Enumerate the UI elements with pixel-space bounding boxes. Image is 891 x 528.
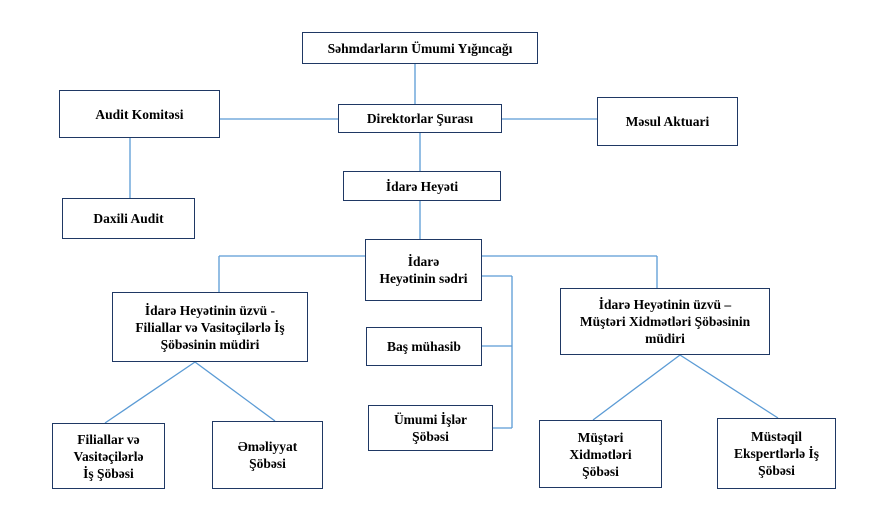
chief-accountant-label: Baş mühasib (387, 339, 461, 354)
line-member-branches-to-operations (194, 361, 276, 422)
general-affairs-box: Ümumi İşlər Şöbəsi (368, 405, 493, 451)
independent-experts-department-box: Müstəqil Ekspertlərlə İş Şöbəsi (717, 418, 836, 489)
line-member-branches-to-branches-dept (104, 361, 196, 424)
independent-experts-department-label: Müstəqil Ekspertlərlə İş Şöbəsi (733, 429, 820, 478)
board-chairman-box: İdarə Heyətinin sədri (365, 239, 482, 301)
board-of-directors-box: Direktorlar Şurası (338, 104, 502, 133)
line-member-customer-to-experts (679, 354, 779, 419)
internal-audit-label: Daxili Audit (93, 211, 164, 226)
member-customer-box: İdarə Heyətinin üzvü – Müştəri Xidmətlər… (560, 288, 770, 355)
responsible-actuary-box: Məsul Aktuari (597, 97, 738, 146)
customer-services-department-label: Müştəri Xidmətləri Şöbəsi (569, 429, 632, 479)
customer-services-department-box: Müştəri Xidmətləri Şöbəsi (539, 420, 662, 488)
board-chairman-label: İdarə Heyətinin sədri (379, 254, 468, 286)
line-member-customer-to-customer-services (592, 354, 681, 421)
shareholders-box: Səhmdarların Ümumi Yığıncağı (302, 32, 538, 64)
audit-committee-box: Audit Komitəsi (59, 90, 220, 138)
operations-department-label: Əməliyyat Şöbəsi (237, 439, 298, 471)
branches-department-box: Filiallar və Vasitəçilərlə İş Şöbəsi (52, 423, 165, 489)
audit-committee-label: Audit Komitəsi (95, 106, 184, 122)
management-board-box: İdarə Heyəti (343, 171, 501, 201)
responsible-actuary-label: Məsul Aktuari (625, 114, 710, 129)
board-of-directors-label: Direktorlar Şurası (366, 111, 474, 126)
member-branches-label: İdarə Heyətinin üzvü - Filiallar və Vasi… (135, 302, 285, 352)
internal-audit-box: Daxili Audit (62, 198, 195, 239)
chief-accountant-box: Baş mühasib (366, 327, 482, 366)
member-branches-box: İdarə Heyətinin üzvü - Filiallar və Vasi… (112, 292, 308, 362)
member-customer-label: İdarə Heyətinin üzvü – Müştəri Xidmətlər… (579, 297, 751, 346)
general-affairs-label: Ümumi İşlər Şöbəsi (393, 412, 468, 444)
branches-department-label: Filiallar və Vasitəçilərlə İş Şöbəsi (73, 431, 144, 481)
operations-department-box: Əməliyyat Şöbəsi (212, 421, 323, 489)
management-board-label: İdarə Heyəti (385, 178, 459, 194)
shareholders-label: Səhmdarların Ümumi Yığıncağı (327, 40, 513, 56)
